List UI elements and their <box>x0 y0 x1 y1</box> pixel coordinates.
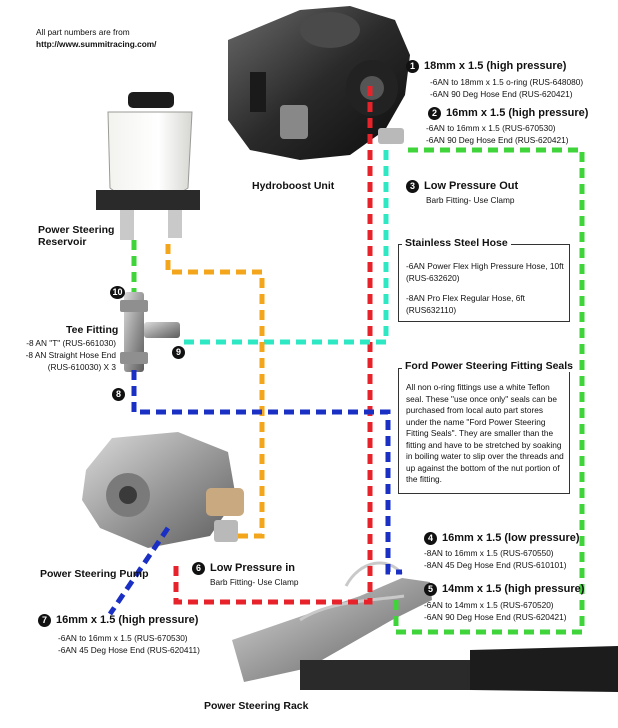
stainless-hose-title: Stainless Steel Hose <box>402 237 511 249</box>
callout-1-line-1: -6AN to 18mm x 1.5 o-ring (RUS-648080) <box>430 77 584 87</box>
callout-badge-5: 5 <box>424 583 437 596</box>
hydroboost-label: Hydroboost Unit <box>252 180 335 192</box>
tee-line-2: -8 AN Straight Hose End <box>25 350 116 360</box>
reservoir-label-1: Power Steering <box>38 224 115 236</box>
stainless-item-1-line-2: (RUS-632620) <box>406 273 460 283</box>
line-blue-low-pressure <box>131 370 402 575</box>
callout-6-title: Low Pressure in <box>210 562 295 574</box>
power-steering-pump-image <box>82 432 244 548</box>
callout-3-title: Low Pressure Out <box>424 180 519 192</box>
callout-4-line-1: -8AN to 16mm x 1.5 (RUS-670550) <box>424 548 554 558</box>
callout-badge-6: 6 <box>192 562 205 575</box>
stainless-item-2-line-1: -8AN Pro Flex Regular Hose, 6ft <box>406 293 525 303</box>
callout-badge-7: 7 <box>38 614 51 627</box>
callout-4-line-2: -8AN 45 Deg Hose End (RUS-610101) <box>424 560 567 570</box>
callout-badge-1: 1 <box>406 60 419 73</box>
callout-2-line-2: -6AN 90 Deg Hose End (RUS-620421) <box>426 135 569 145</box>
callout-badge-3: 3 <box>406 180 419 193</box>
stainless-item-1-line-1: -6AN Power Flex High Pressure Hose, 10ft <box>406 261 564 271</box>
header-source-url[interactable]: http://www.summitracing.com/ <box>36 39 157 49</box>
header-source-line: All part numbers are from <box>36 27 130 37</box>
stainless-item-2-line-2: (RUS632110) <box>406 305 457 315</box>
callout-5-line-1: -6AN to 14mm x 1.5 (RUS-670520) <box>424 600 554 610</box>
callout-2-title: 16mm x 1.5 (high pressure) <box>446 107 589 119</box>
tee-line-3: (RUS-610030) X 3 <box>47 362 116 372</box>
callout-2-line-1: -6AN to 16mm x 1.5 (RUS-670530) <box>426 123 556 133</box>
fitting-seals-title: Ford Power Steering Fitting Seals <box>402 360 577 372</box>
callout-7-line-2: -6AN 45 Deg Hose End (RUS-620411) <box>58 645 200 655</box>
callout-7-title: 16mm x 1.5 (high pressure) <box>56 614 199 626</box>
reservoir-label-2: Reservoir <box>38 236 87 248</box>
tee-line-1: -8 AN "T" (RUS-661030) <box>26 338 116 348</box>
callout-3-line-1: Barb Fitting- Use Clamp <box>426 195 515 205</box>
line-blue-pump-to-rack <box>107 526 171 616</box>
callout-7-line-1: -6AN to 16mm x 1.5 (RUS-670530) <box>58 633 188 643</box>
callout-badge-2: 2 <box>428 107 441 120</box>
tee-fitting-image <box>120 292 180 372</box>
reservoir-image <box>96 92 200 240</box>
line-cyan-return <box>180 150 389 345</box>
tee-port-badge-10: 10 <box>110 286 125 299</box>
hydroboost-unit-image <box>228 6 410 160</box>
fitting-seals-body: All non o-ring fittings use a white Tefl… <box>406 382 564 484</box>
power-steering-rack-image <box>232 561 618 692</box>
callout-6-line-1: Barb Fitting- Use Clamp <box>210 577 299 587</box>
rack-label: Power Steering Rack <box>204 700 309 712</box>
callout-badge-4: 4 <box>424 532 437 545</box>
callout-5-title: 14mm x 1.5 (high pressure) <box>442 583 585 595</box>
fitting-seals-box <box>398 368 570 494</box>
tee-port-badge-9: 9 <box>172 346 185 359</box>
line-green-high-pressure <box>393 147 585 635</box>
callout-1-line-2: -6AN 90 Deg Hose End (RUS-620421) <box>430 89 573 99</box>
tee-title: Tee Fitting <box>66 324 119 336</box>
line-orange-low-pressure <box>165 244 265 539</box>
pump-label: Power Steering Pump <box>40 568 149 580</box>
callout-1-title: 18mm x 1.5 (high pressure) <box>424 60 567 72</box>
callout-5-line-2: -6AN 90 Deg Hose End (RUS-620421) <box>424 612 567 622</box>
tee-port-badge-8: 8 <box>112 388 125 401</box>
callout-4-title: 16mm x 1.5 (low pressure) <box>442 532 580 544</box>
